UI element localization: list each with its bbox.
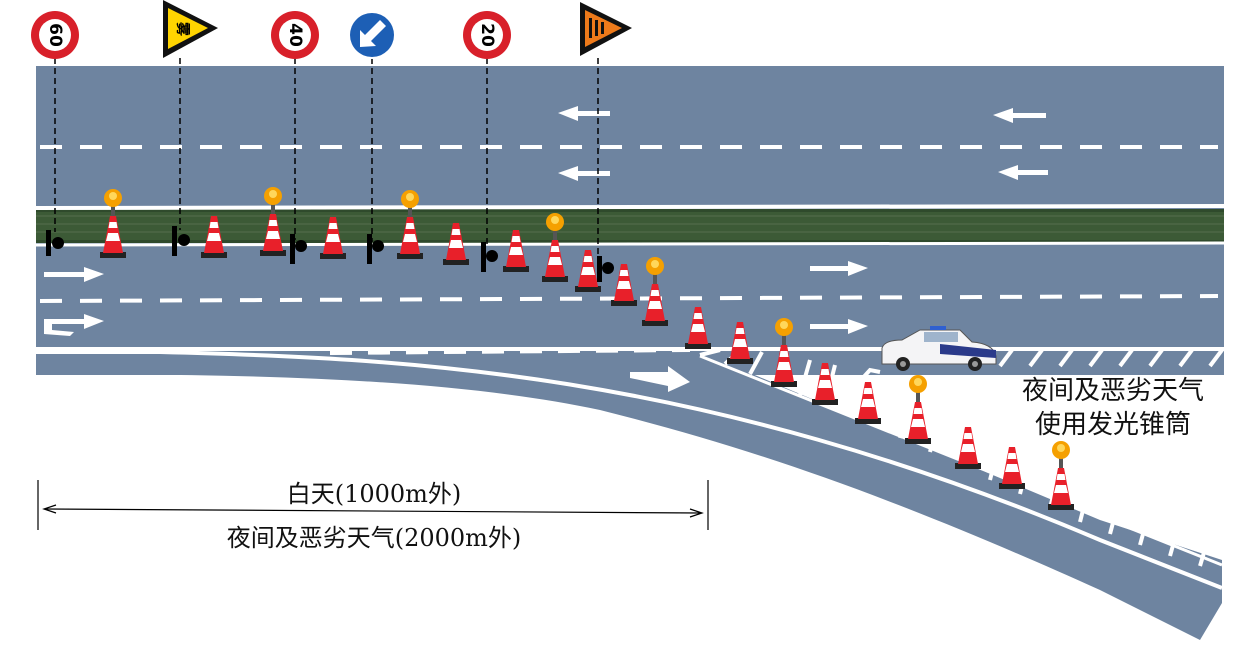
traffic-cone: [320, 217, 346, 259]
arrow-right-icon: [810, 319, 868, 334]
median-barrier: [36, 209, 1224, 243]
speed-limit-40-sign: 40: [271, 11, 319, 59]
roadwork-warning-sign: [580, 2, 632, 56]
lit-traffic-cone: [260, 187, 286, 256]
traffic-cone: [201, 216, 227, 258]
arrow-left-icon: [558, 106, 610, 121]
traffic-cone: [812, 363, 838, 405]
svg-text:40: 40: [285, 23, 305, 47]
roadwork-icon: [589, 18, 604, 38]
lane-markings: [35, 145, 1225, 590]
lit-traffic-cone: [642, 257, 668, 326]
traffic-cone: [611, 264, 637, 306]
traffic-cones: [100, 187, 1074, 510]
sign-post-lines: [54, 58, 599, 262]
lit-traffic-cone: [771, 318, 797, 387]
warning-light-icon: [546, 213, 564, 240]
sign-base: [597, 256, 614, 282]
svg-text:20: 20: [477, 23, 497, 47]
note-line: 使用发光锥筒: [1034, 410, 1191, 440]
sign-base: [481, 242, 498, 272]
fog-warning-sign: 雾: [163, 0, 218, 58]
sign-bases: [46, 226, 614, 282]
warning-light-icon: [401, 190, 419, 217]
keep-left-sign: [348, 11, 396, 59]
traffic-cone: [855, 382, 881, 424]
night-light-cone-note: 夜间及恶劣天气 使用发光锥筒: [1003, 374, 1223, 442]
distance-dimension: [37, 480, 709, 530]
svg-text:雾: 雾: [174, 21, 191, 37]
arrow-left-icon: [998, 165, 1048, 180]
arrow-left-icon: [558, 166, 610, 181]
warning-light-icon: [264, 187, 282, 214]
arrow-down-left-icon: [360, 20, 386, 47]
distance-day-label: 白天(1000m外): [286, 480, 462, 508]
upper-carriageway: [36, 66, 1224, 209]
sign-base: [46, 230, 64, 256]
traffic-cone: [999, 447, 1025, 489]
lit-traffic-cone: [1048, 441, 1074, 510]
straight-right-arrow-icon: [44, 314, 104, 336]
traffic-cone: [503, 230, 529, 272]
traffic-cone: [955, 427, 981, 469]
traffic-cone: [443, 223, 469, 265]
warning-light-icon: [909, 375, 927, 402]
lit-traffic-cone: [397, 190, 423, 259]
lit-traffic-cone: [100, 189, 126, 258]
traffic-cone: [685, 307, 711, 349]
turn-right-arrow-icon: [630, 366, 690, 392]
traffic-cone: [727, 322, 753, 364]
arrow-right-icon: [44, 267, 104, 282]
direction-arrows: [44, 106, 1048, 392]
warning-light-icon: [775, 318, 793, 345]
arrow-right-icon: [810, 261, 868, 276]
traffic-cone: [575, 250, 601, 292]
sign-base: [290, 234, 307, 264]
speed-limit-20-sign: 20: [463, 11, 511, 59]
arrow-left-icon: [993, 108, 1046, 123]
svg-text:60: 60: [45, 23, 65, 47]
sign-base: [172, 226, 190, 256]
lit-traffic-cone: [542, 213, 568, 282]
warning-light-icon: [646, 257, 664, 284]
distance-night-label: 夜间及恶劣天气(2000m外): [226, 524, 522, 552]
note-line: 夜间及恶劣天气: [1021, 376, 1204, 406]
sign-base: [367, 234, 384, 264]
warning-light-icon: [104, 189, 122, 216]
lit-traffic-cone: [905, 375, 931, 444]
warning-light-icon: [1052, 441, 1070, 468]
police-car: [881, 326, 997, 371]
speed-limit-60-sign: 60: [31, 11, 79, 59]
